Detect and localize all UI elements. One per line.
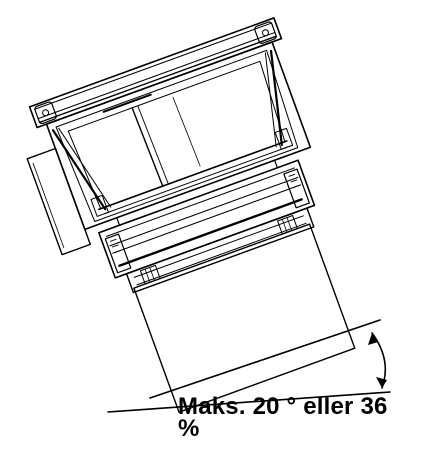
machine-housing bbox=[45, 41, 312, 231]
machine-frame bbox=[98, 159, 316, 279]
slope-line bbox=[149, 319, 381, 399]
machine-base bbox=[125, 207, 356, 413]
caption-line-1: Maks. 20 ° eller 36 bbox=[178, 393, 388, 420]
machine-side-body bbox=[26, 147, 92, 256]
angle-arrow-icon bbox=[368, 332, 387, 389]
max-tilt-caption: Maks. 20 ° eller 36 % bbox=[178, 393, 428, 442]
ground-line bbox=[107, 391, 391, 413]
machine bbox=[26, 17, 356, 413]
machine-top-rim bbox=[28, 17, 283, 129]
caption-line-2: % bbox=[178, 415, 200, 442]
